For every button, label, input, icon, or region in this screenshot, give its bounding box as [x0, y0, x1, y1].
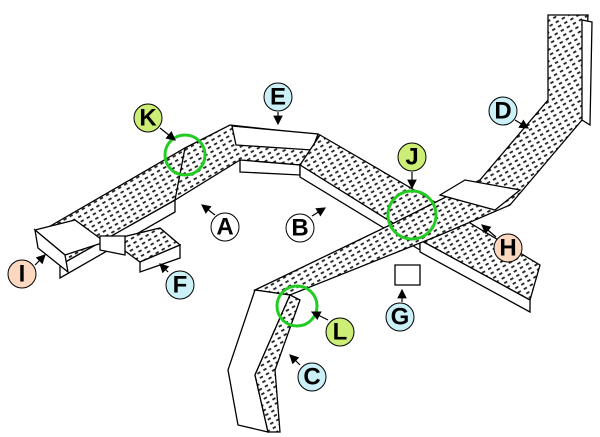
svg-text:D: D [494, 98, 511, 125]
svg-text:E: E [270, 84, 286, 111]
svg-text:B: B [291, 215, 308, 242]
label-h: H [493, 233, 523, 263]
tray-cover-h [438, 179, 522, 211]
svg-text:L: L [333, 319, 348, 346]
svg-text:F: F [173, 272, 188, 299]
svg-text:G: G [391, 304, 410, 331]
svg-text:J: J [405, 144, 418, 171]
label-a: A [210, 212, 240, 242]
label-d: D [488, 96, 518, 126]
label-l: L [325, 317, 355, 347]
label-e: E [263, 82, 293, 112]
label-j: J [397, 142, 427, 172]
tray-tee-g [394, 264, 421, 286]
tray-diagonal-d [227, 14, 593, 433]
label-b: B [285, 213, 315, 243]
tray-tee-f [99, 227, 182, 273]
svg-text:C: C [303, 364, 320, 391]
label-c: C [297, 362, 327, 392]
label-k: K [133, 103, 163, 133]
svg-text:K: K [139, 105, 157, 132]
label-f: F [165, 270, 195, 300]
svg-text:I: I [19, 261, 26, 288]
label-i: I [7, 259, 37, 289]
svg-text:H: H [499, 235, 516, 262]
highlight-circle-l [275, 284, 319, 328]
highlight-circle-j [386, 189, 438, 241]
label-g: G [385, 302, 415, 332]
svg-text:A: A [216, 214, 233, 241]
leader-arrows [34, 112, 530, 366]
highlight-circle-k [163, 133, 207, 177]
